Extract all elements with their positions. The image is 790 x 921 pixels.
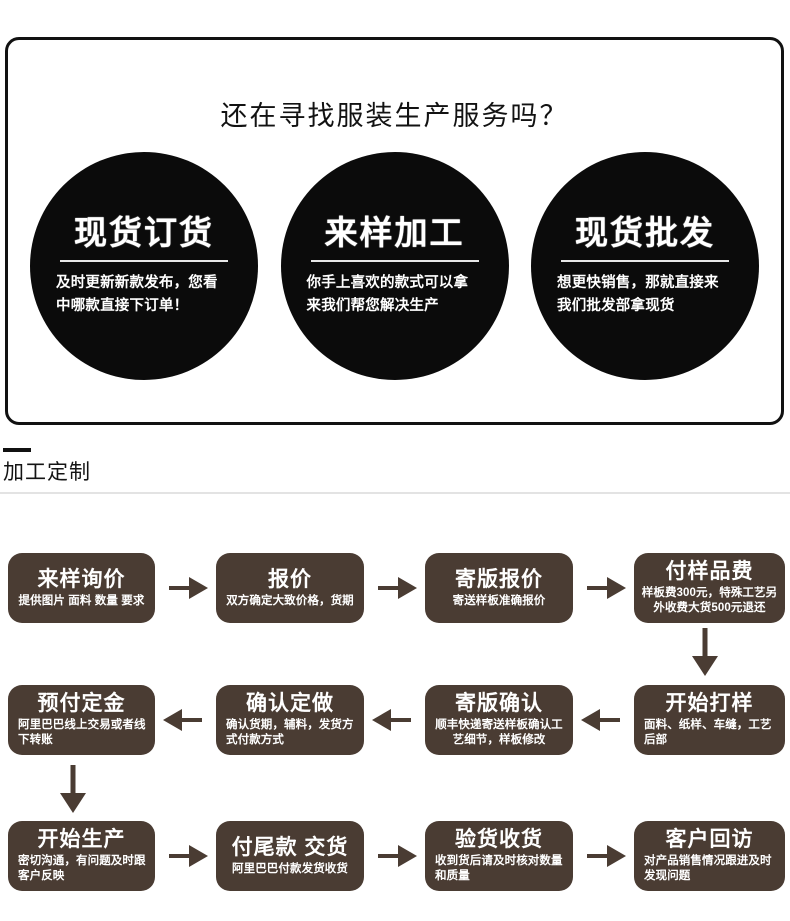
flow-node-subtext: 寄送样板准确报价 <box>452 594 546 607</box>
flow-node-heading: 付尾款 交货 <box>231 835 349 859</box>
flow-node-heading: 来样询价 <box>37 567 126 591</box>
hero-circle-row: 现货订货 及时更新新款发布，您看中哪款直接下订单！ 来样加工 你手上喜欢的款式可… <box>8 152 781 380</box>
flow-node-subtext: 顺丰快递寄送样板确认工艺细节，样板修改 <box>435 719 563 747</box>
circle-heading: 现货订货 <box>74 213 214 251</box>
hero-circle-stock-wholesale: 现货批发 想更快销售，那就直接来我们批发部拿现货 <box>531 152 759 380</box>
arrow-left-icon <box>155 709 216 731</box>
circle-divider <box>310 260 479 263</box>
flow-node-heading: 确认定做 <box>246 692 334 716</box>
circle-subtext: 及时更新新款发布，您看中哪款直接下订单！ <box>56 275 218 314</box>
circle-divider <box>561 260 729 263</box>
arrow-right-icon <box>573 845 634 867</box>
section-title: 加工定制 <box>3 461 91 484</box>
flow-node-subtext: 双方确定大致价格，货期 <box>226 594 354 607</box>
flow-row-1: 来样询价 提供图片 面料 数量 要求 报价 双方确定大致价格，货期 寄版报价 寄… <box>0 548 790 628</box>
arrow-right-icon <box>573 577 634 599</box>
hero-panel: 还在寻找服装生产服务吗？ 现货订货 及时更新新款发布，您看中哪款直接下订单！ 来… <box>5 37 784 425</box>
flow-node-customer-followup: 客户回访 对产品销售情况跟进及时发现问题 <box>634 821 785 891</box>
flow-node-heading: 开始生产 <box>37 828 126 852</box>
flow-node-heading: 寄版报价 <box>455 567 543 591</box>
flow-node-sample-fee: 付样品费 样板费300元，特殊工艺另外收费大货500元退还 <box>634 553 785 623</box>
flow-node-final-payment-delivery: 付尾款 交货 阿里巴巴付款发货收货 <box>216 821 364 891</box>
circle-heading: 现货批发 <box>575 213 715 251</box>
flow-row-3: 开始生产 密切沟通，有问题及时跟客户反映 付尾款 交货 阿里巴巴付款发货收货 验… <box>0 816 790 896</box>
arrow-left-icon <box>364 709 425 731</box>
circle-subtext: 想更快销售，那就直接来我们批发部拿现货 <box>557 275 719 314</box>
section-divider-rule <box>0 492 790 495</box>
flow-node-heading: 客户回访 <box>665 828 754 852</box>
flow-node-subtext: 提供图片 面料 数量 要求 <box>18 594 145 607</box>
flow-node-heading: 预付定金 <box>37 692 126 716</box>
flow-node-heading: 开始打样 <box>665 692 754 716</box>
flow-node-subtext: 密切沟通，有问题及时跟客户反映 <box>18 855 146 883</box>
arrow-right-icon <box>364 845 425 867</box>
flow-node-start-production: 开始生产 密切沟通，有问题及时跟客户反映 <box>8 821 155 891</box>
flow-node-subtext: 对产品销售情况跟进及时发现问题 <box>644 855 772 883</box>
flow-node-heading: 报价 <box>268 567 312 591</box>
arrow-down-icon <box>692 628 718 676</box>
circle-subtext: 你手上喜欢的款式可以拿来我们帮您解决生产 <box>306 275 469 314</box>
circle-divider <box>60 260 228 263</box>
flow-node-heading: 寄版确认 <box>455 692 543 716</box>
flow-node-inspection-receipt: 验货收货 收到货后请及时核对数量和质量 <box>425 821 573 891</box>
flow-node-subtext: 面料、纸样、车缝，工艺后部 <box>644 719 772 747</box>
section-heading-block: 加工定制 <box>0 448 790 495</box>
flow-node-subtext: 确认货期，辅料，发货方式付款方式 <box>226 719 354 747</box>
flow-node-sample-quote: 寄版报价 寄送样板准确报价 <box>425 553 573 623</box>
flow-node-subtext: 阿里巴巴付款发货收货 <box>232 862 348 875</box>
flow-node-inquiry: 来样询价 提供图片 面料 数量 要求 <box>8 553 155 623</box>
flow-node-deposit: 预付定金 阿里巴巴线上交易或者线下转账 <box>8 685 155 755</box>
arrow-right-icon <box>364 577 425 599</box>
flow-node-subtext: 收到货后请及时核对数量和质量 <box>435 855 563 883</box>
hero-title: 还在寻找服装生产服务吗？ <box>220 101 569 132</box>
flow-row-2: 预付定金 阿里巴巴线上交易或者线下转账 确认定做 确认货期，辅料，发货方式付款方… <box>0 680 790 760</box>
flow-node-heading: 付样品费 <box>665 560 754 584</box>
flow-node-subtext: 样板费300元，特殊工艺另外收费大货500元退还 <box>641 587 778 615</box>
flow-node-confirm-order: 确认定做 确认货期，辅料，发货方式付款方式 <box>216 685 364 755</box>
flow-node-quotation: 报价 双方确定大致价格，货期 <box>216 553 364 623</box>
circle-heading: 来样加工 <box>324 213 465 251</box>
flow-node-heading: 验货收货 <box>455 828 543 852</box>
section-accent-bar <box>3 448 31 452</box>
flow-node-sample-confirm: 寄版确认 顺丰快递寄送样板确认工艺细节，样板修改 <box>425 685 573 755</box>
arrow-right-icon <box>155 845 216 867</box>
arrow-left-icon <box>573 709 634 731</box>
flow-node-start-sampling: 开始打样 面料、纸样、车缝，工艺后部 <box>634 685 785 755</box>
hero-circle-sample-processing: 来样加工 你手上喜欢的款式可以拿来我们帮您解决生产 <box>280 152 509 380</box>
flow-node-subtext: 阿里巴巴线上交易或者线下转账 <box>18 719 146 747</box>
hero-circle-stock-order: 现货订货 及时更新新款发布，您看中哪款直接下订单！ <box>30 152 258 380</box>
arrow-right-icon <box>155 577 216 599</box>
arrow-down-icon <box>60 765 86 813</box>
process-flow-diagram: 来样询价 提供图片 面料 数量 要求 报价 双方确定大致价格，货期 寄版报价 寄… <box>0 528 790 921</box>
